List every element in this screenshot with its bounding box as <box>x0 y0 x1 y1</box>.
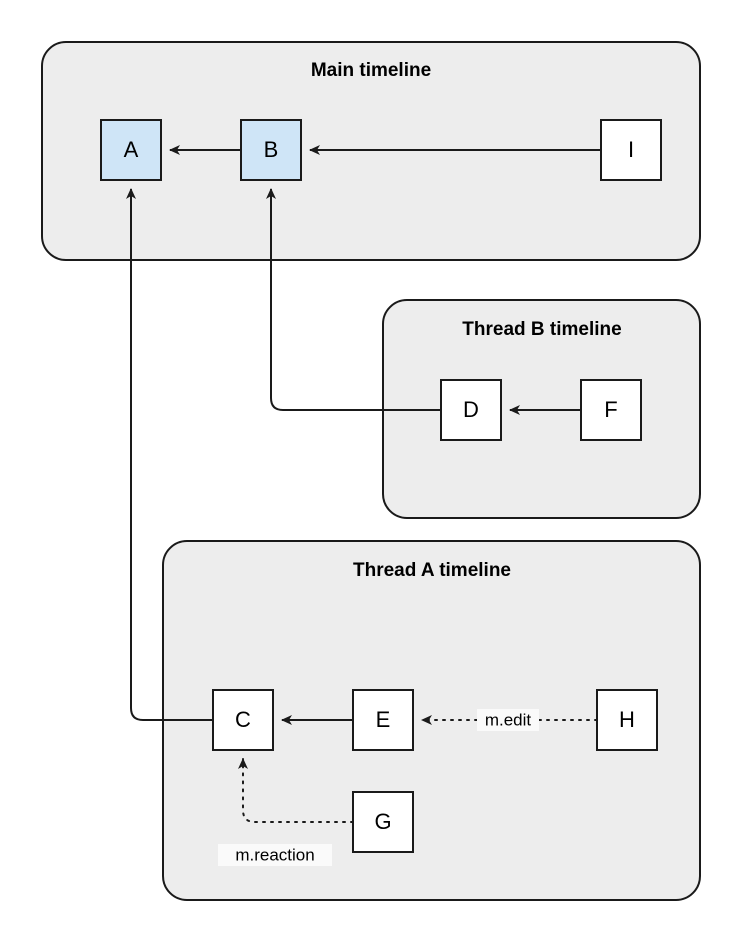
node-E[interactable]: E <box>352 689 414 751</box>
edge-label-bg-h-to-e <box>477 709 539 731</box>
edge-labels: m.edit m.reaction <box>218 709 539 866</box>
node-label-A: A <box>124 137 139 162</box>
node-box-F[interactable] <box>580 379 642 441</box>
group-title-main: Main timeline <box>311 60 431 81</box>
node-I[interactable]: I <box>600 119 662 181</box>
edge-d-to-b <box>266 188 441 411</box>
node-box-D[interactable] <box>440 379 502 441</box>
node-G[interactable]: G <box>352 791 414 853</box>
node-F[interactable]: F <box>580 379 642 441</box>
edge-g-to-c <box>238 758 354 823</box>
group-title-thread-a: Thread A timeline <box>353 560 511 581</box>
node-box-B[interactable] <box>240 119 302 181</box>
edge-label-text-g-to-c: m.reaction <box>235 845 314 864</box>
node-label-F: F <box>604 397 617 422</box>
edge-label-bg-g-to-c <box>218 844 332 866</box>
node-label-E: E <box>376 707 391 732</box>
node-box-A[interactable] <box>100 119 162 181</box>
edge-label-g-to-c: m.reaction <box>218 844 332 866</box>
node-box-C[interactable] <box>212 689 274 751</box>
node-label-G: G <box>374 809 391 834</box>
node-label-B: B <box>264 137 279 162</box>
edge-label-text-h-to-e: m.edit <box>485 710 532 729</box>
node-A[interactable]: A <box>100 119 162 181</box>
node-box-H[interactable] <box>596 689 658 751</box>
node-box-E[interactable] <box>352 689 414 751</box>
edge-label-h-to-e: m.edit <box>477 709 539 731</box>
group-title-thread-b: Thread B timeline <box>462 319 621 340</box>
node-C[interactable]: C <box>212 689 274 751</box>
event-nodes: A B I D F C E H G <box>100 119 662 853</box>
node-D[interactable]: D <box>440 379 502 441</box>
node-box-I[interactable] <box>600 119 662 181</box>
node-label-I: I <box>628 137 634 162</box>
node-box-G[interactable] <box>352 791 414 853</box>
node-H[interactable]: H <box>596 689 658 751</box>
node-label-H: H <box>619 707 635 732</box>
node-B[interactable]: B <box>240 119 302 181</box>
edge-c-to-a <box>126 188 213 721</box>
node-label-C: C <box>235 707 251 732</box>
node-label-D: D <box>463 397 479 422</box>
